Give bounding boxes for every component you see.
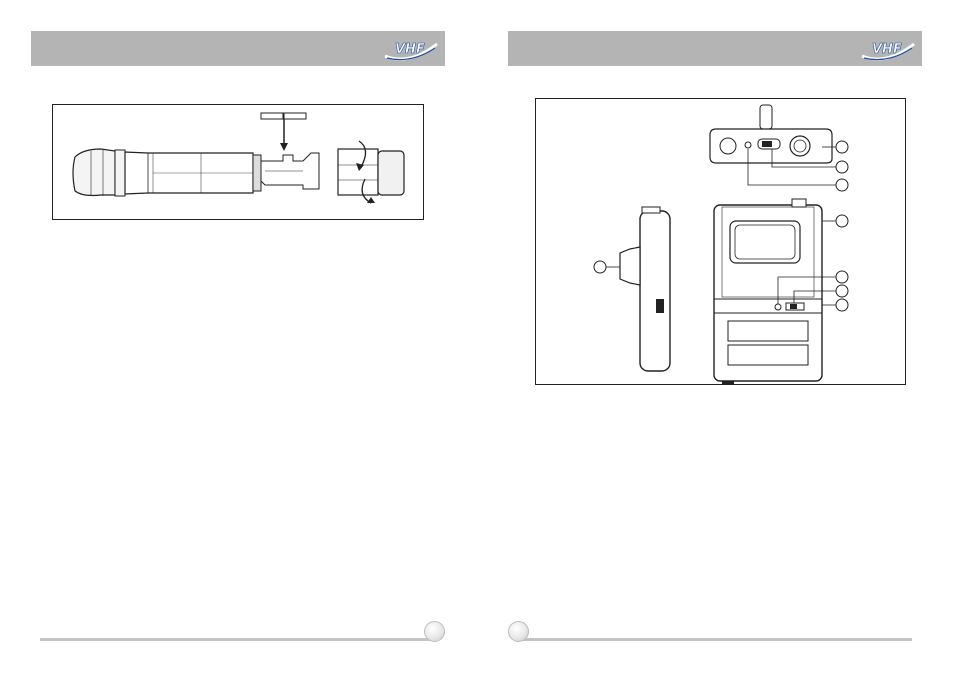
left-header-bar: VHF <box>31 31 445 66</box>
arrow-down-icon <box>280 119 288 151</box>
microphone-diagram-figure <box>52 104 424 220</box>
right-page-number-dot <box>508 621 529 642</box>
callout-marker <box>836 215 848 227</box>
callout-marker <box>836 179 848 191</box>
vhf-logo-right: VHF <box>858 34 918 64</box>
callout-marker <box>836 271 848 283</box>
callout-marker <box>836 161 848 173</box>
callout-marker <box>594 261 606 273</box>
microphone-diagram <box>53 105 423 219</box>
vhf-logo-text-left: VHF <box>395 42 425 57</box>
left-footer-line <box>40 638 435 641</box>
transmitter-top-view <box>710 105 832 163</box>
transmitter-front-view <box>714 199 822 384</box>
right-header-bar: VHF <box>508 31 922 66</box>
left-page-number-dot <box>424 621 445 642</box>
vhf-logo-text-right: VHF <box>872 42 902 57</box>
callout-marker <box>836 285 848 297</box>
transmitter-side-view <box>620 207 670 371</box>
transmitter-diagram <box>536 99 905 384</box>
right-footer-line <box>518 638 912 641</box>
transmitter-diagram-figure <box>535 98 906 385</box>
vhf-logo-left: VHF <box>381 34 441 64</box>
callout-marker <box>836 141 848 153</box>
microphone-icon <box>73 149 319 196</box>
battery-cap-icon <box>338 149 404 195</box>
callout-marker <box>836 299 848 311</box>
battery-icon <box>261 113 306 119</box>
